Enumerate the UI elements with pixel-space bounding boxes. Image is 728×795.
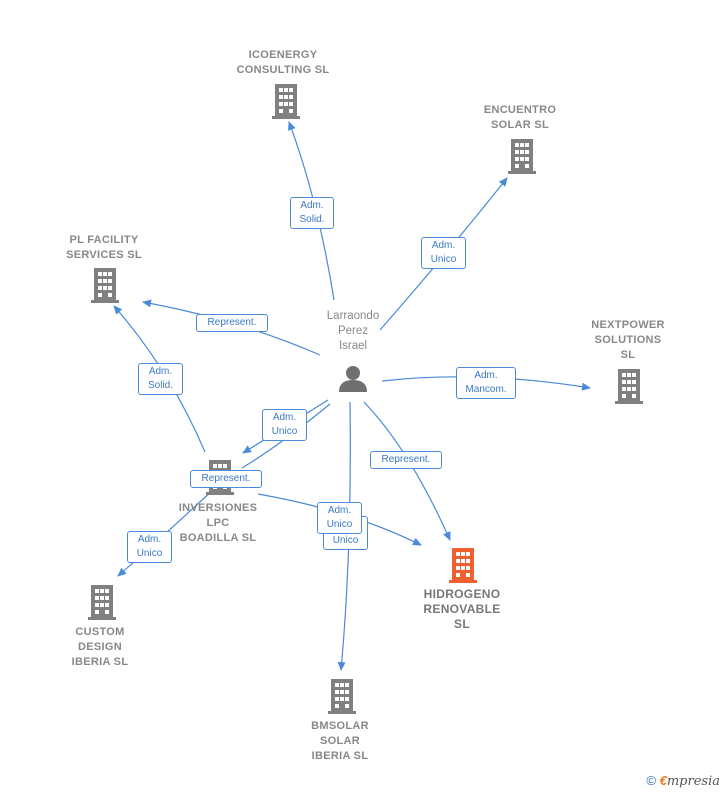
edge-label-plfacility-inv: Adm. Solid. <box>138 363 183 395</box>
icoenergy-building-icon <box>272 84 300 119</box>
company-encuentro[interactable]: ENCUENTRO SOLAR SL <box>483 104 557 131</box>
bmsolar-building-icon <box>328 679 356 714</box>
brand-footer[interactable]: © €mpresia <box>646 773 720 789</box>
edge-label-hidrogeno-inv: Represent. <box>190 470 262 488</box>
hidrogeno-building-icon <box>449 548 477 583</box>
custom-building-icon <box>88 585 116 620</box>
copyright-icon: © <box>646 773 656 788</box>
nextpower-building-icon <box>615 369 643 404</box>
edge-label-icoenergy: Adm. Solid. <box>290 197 334 229</box>
company-custom[interactable]: CUSTOM DESIGN IBERIA SL <box>71 626 129 668</box>
company-nextpower[interactable]: NEXTPOWER SOLUTIONS SL <box>591 319 665 361</box>
brand-logo-text: mpresia <box>666 774 720 789</box>
person-icon <box>339 366 367 392</box>
company-bmsolar[interactable]: BMSOLAR SOLAR IBERIA SL <box>311 720 369 762</box>
company-plfacility[interactable]: PL FACILITY SERVICES SL <box>66 234 142 261</box>
brand-logo-e: € <box>659 773 667 788</box>
edge-label-inversiones: Adm. Unico <box>262 409 307 441</box>
plfacility-building-icon <box>91 268 119 303</box>
edge-label-encuentro: Adm. Unico <box>421 237 466 269</box>
edge-label-nextpower: Adm. Mancom. <box>456 367 516 399</box>
company-icoenergy[interactable]: ICOENERGY CONSULTING SL <box>236 49 330 76</box>
edge-label-hidrogeno-person: Represent. <box>370 451 442 469</box>
edge-label-custom: Adm. Unico <box>127 531 172 563</box>
edge-label-plfacility-person: Represent. <box>196 314 268 332</box>
center-person-name[interactable]: Larraondo Perez Israel <box>326 310 380 352</box>
edge-hidrogeno-person <box>363 401 451 541</box>
encuentro-building-icon <box>508 139 536 174</box>
edge-label-bmsolar-a: Adm. Unico <box>317 502 362 534</box>
company-inversiones[interactable]: INVERSIONES LPC BOADILLA SL <box>178 502 258 544</box>
company-hidrogeno[interactable]: HIDROGENO RENOVABLE SL <box>423 587 501 631</box>
edge-custom <box>117 486 217 577</box>
